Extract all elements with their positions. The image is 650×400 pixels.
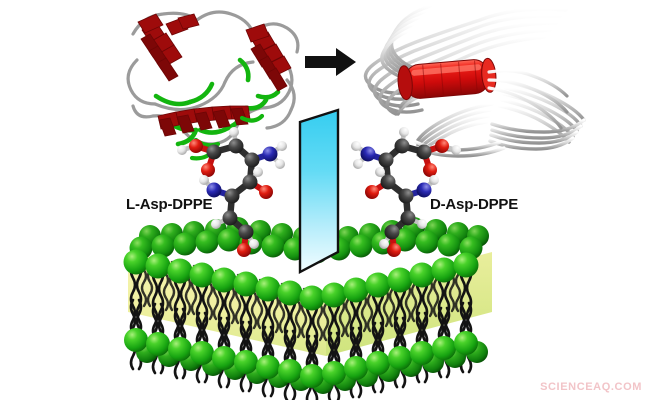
top-leaflet-front-heads — [123, 249, 479, 311]
watermark: SCIENCEAQ.COM — [540, 381, 642, 393]
l-asp-dppe-molecule — [177, 127, 287, 257]
unfolded-helix-cylinder — [397, 57, 497, 101]
d-asp-dppe-molecule — [351, 127, 461, 257]
label-l-asp-dppe: L-Asp-DPPE — [126, 196, 213, 213]
mirror-plane — [298, 108, 340, 274]
folded-protein-cartoon — [126, 10, 300, 161]
bottom-leaflet-heads — [124, 328, 488, 394]
unfolded-protein-ensemble — [363, 4, 586, 158]
folding-arrow — [305, 48, 356, 76]
label-d-asp-dppe: D-Asp-DPPE — [430, 196, 519, 213]
